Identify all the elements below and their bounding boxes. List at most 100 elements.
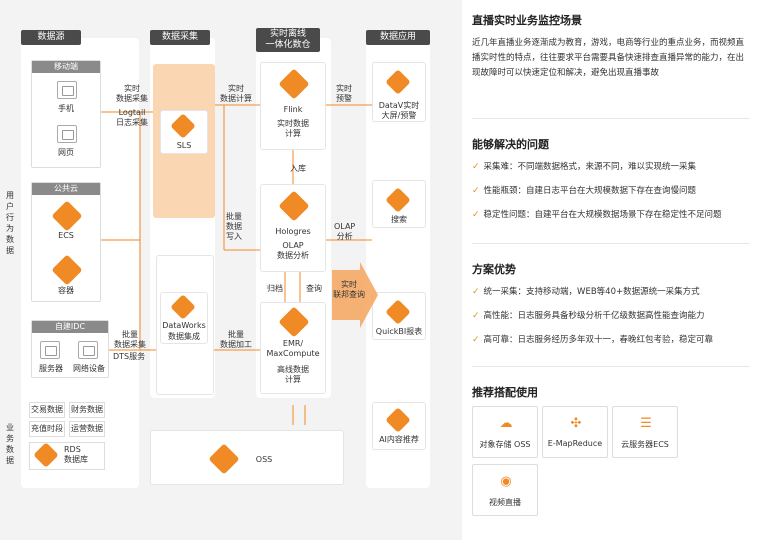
flink-sub: 实时数据 计算 bbox=[277, 119, 309, 138]
advantage-text: 统一采集：支持移动端，WEB等40+数据源统一采集方式 bbox=[483, 287, 700, 297]
recharge-cell: 充值时段 bbox=[29, 421, 65, 437]
hologres-sub: OLAP 数据分析 bbox=[277, 241, 309, 260]
mobile-title: 移动端 bbox=[32, 61, 100, 73]
server-icon bbox=[40, 341, 60, 359]
divider bbox=[472, 243, 750, 244]
recommend-title: 推荐搭配使用 bbox=[472, 386, 538, 399]
product-label: 视频直播 bbox=[489, 498, 521, 507]
trade-data-cell: 交易数据 bbox=[29, 402, 65, 418]
hologres-node: Hologres OLAP 数据分析 bbox=[260, 184, 326, 272]
flow-batch-collect: 批量 数据采集 bbox=[114, 330, 146, 349]
connector-lines bbox=[101, 104, 378, 425]
header-source: 数据源 bbox=[21, 30, 81, 45]
mobile-group: 移动端 手机 网页 bbox=[31, 60, 101, 168]
flow-realtime-compute: 实时 数据计算 bbox=[220, 84, 252, 103]
live-icon: ◉ bbox=[500, 474, 512, 489]
hologres-label: Hologres bbox=[275, 227, 311, 236]
header-collect: 数据采集 bbox=[150, 30, 210, 45]
product-label: E-MapReduce bbox=[547, 439, 603, 448]
flow-query: 查询 bbox=[306, 284, 322, 293]
divider bbox=[472, 118, 750, 119]
flow-dts: DTS服务 bbox=[113, 352, 146, 361]
operations-data-cell: 运营数据 bbox=[69, 421, 105, 437]
webpage-label: 网页 bbox=[58, 148, 74, 157]
check-icon: ✓ bbox=[472, 162, 480, 172]
flow-ingest: 入库 bbox=[290, 164, 306, 173]
flow-realtime-alert: 实时 预警 bbox=[336, 84, 352, 103]
datav-node: DataV实时 大屏/预警 bbox=[372, 62, 426, 122]
check-icon: ✓ bbox=[472, 335, 480, 345]
ai-label: AI内容推荐 bbox=[379, 435, 419, 444]
ecs-label: ECS bbox=[58, 231, 74, 240]
network-device-icon bbox=[78, 341, 98, 359]
panel-intro: 近几年直播业务逐渐成为教育，游戏，电商等行业的重点业务，而视频直播实时性的特点，… bbox=[472, 38, 745, 78]
dataworks-label: DataWorks bbox=[162, 321, 206, 330]
cloud-group: 公共云 ECS 容器 bbox=[31, 182, 101, 302]
webpage-icon bbox=[57, 125, 77, 143]
dataworks-sub: 数据集成 bbox=[168, 332, 200, 341]
info-panel: 直播实时业务监控场景 近几年直播业务逐渐成为教育，游戏，电商等行业的重点业务，而… bbox=[472, 0, 760, 540]
flow-batch-process: 批量 数据加工 bbox=[220, 330, 252, 349]
advantage-item: ✓高性能：日志服务具备秒级分析千亿级数据高性能查询能力 bbox=[472, 309, 705, 321]
flow-logtail: Logtail 日志采集 bbox=[116, 108, 148, 127]
advantage-item: ✓高可靠：日志服务经历多年双十一，春晚红包考验，稳定可靠 bbox=[472, 333, 713, 345]
architecture-diagram: 数据源 数据采集 实时离线 一体化数仓 数据应用 用户行为数据 业务数据 移动端… bbox=[0, 0, 462, 540]
oss-label: OSS bbox=[255, 455, 273, 464]
phone-label: 手机 bbox=[58, 104, 74, 113]
check-icon: ✓ bbox=[472, 287, 480, 297]
rds-label: RDS 数据库 bbox=[64, 445, 88, 464]
oss-panel: OSS bbox=[150, 430, 344, 485]
header-apps: 数据应用 bbox=[366, 30, 430, 45]
federated-query-arrow bbox=[332, 262, 378, 328]
business-data-label: 业务数据 bbox=[6, 423, 14, 465]
check-icon: ✓ bbox=[472, 210, 480, 220]
flow-batch-write: 批量 数据 写入 bbox=[226, 212, 242, 241]
emr-label: EMR/ MaxCompute bbox=[266, 339, 320, 358]
flow-archive: 归档 bbox=[267, 284, 283, 293]
product-card-oss[interactable]: ☁ 对象存储 OSS bbox=[472, 406, 538, 458]
network-device-label: 网络设备 bbox=[73, 364, 105, 373]
advantage-text: 高性能：日志服务具备秒级分析千亿级数据高性能查询能力 bbox=[483, 311, 705, 321]
problem-text: 性能瓶颈：自建日志平台在大规模数据下存在查询慢问题 bbox=[483, 186, 697, 196]
check-icon: ✓ bbox=[472, 186, 480, 196]
panel-title: 直播实时业务监控场景 bbox=[472, 14, 582, 27]
product-label: 云服务器ECS bbox=[621, 440, 669, 449]
product-card-emr[interactable]: ✣ E-MapReduce bbox=[542, 406, 608, 458]
rds-cell: RDS 数据库 bbox=[29, 442, 105, 470]
product-label: 对象存储 OSS bbox=[479, 440, 531, 449]
problem-text: 稳定性问题：自建平台在大规模数据场景下存在稳定性不足问题 bbox=[483, 210, 722, 220]
problems-title: 能够解决的问题 bbox=[472, 138, 549, 151]
quickbi-node: QuickBI报表 bbox=[372, 292, 426, 340]
sls-node: SLS bbox=[160, 110, 208, 154]
emr-node: EMR/ MaxCompute 高线数据 计算 bbox=[260, 302, 326, 394]
finance-data-cell: 财务数据 bbox=[69, 402, 105, 418]
divider bbox=[472, 366, 750, 367]
advantage-text: 高可靠：日志服务经历多年双十一，春晚红包考验，稳定可靠 bbox=[483, 335, 714, 345]
search-label: 搜索 bbox=[391, 215, 407, 224]
flow-olap: OLAP 分析 bbox=[334, 222, 356, 241]
problem-item: ✓性能瓶颈：自建日志平台在大规模数据下存在查询慢问题 bbox=[472, 184, 696, 196]
idc-title: 自建IDC bbox=[32, 321, 108, 333]
flink-label: Flink bbox=[283, 105, 303, 114]
user-behavior-label: 用户行为数据 bbox=[6, 191, 14, 255]
advantages-title: 方案优势 bbox=[472, 263, 516, 276]
flow-realtime-collect: 实时 数据采集 bbox=[116, 84, 148, 103]
datav-label: DataV实时 大屏/预警 bbox=[378, 101, 420, 120]
problem-text: 采集难：不同端数据格式，来源不同，难以实现统一采集 bbox=[483, 162, 697, 172]
idc-group: 自建IDC 服务器 网络设备 bbox=[31, 320, 109, 378]
product-card-ecs[interactable]: ☰ 云服务器ECS bbox=[612, 406, 678, 458]
problem-item: ✓稳定性问题：自建平台在大规模数据场景下存在稳定性不足问题 bbox=[472, 208, 722, 220]
server-icon: ☰ bbox=[640, 416, 652, 431]
quickbi-label: QuickBI报表 bbox=[375, 327, 423, 336]
product-card-live[interactable]: ◉ 视频直播 bbox=[472, 464, 538, 516]
cloud-title: 公共云 bbox=[32, 183, 100, 195]
container-label: 容器 bbox=[58, 286, 74, 295]
sls-label: SLS bbox=[176, 141, 192, 150]
phone-icon bbox=[57, 81, 77, 99]
advantage-item: ✓统一采集：支持移动端，WEB等40+数据源统一采集方式 bbox=[472, 285, 700, 297]
cluster-icon: ✣ bbox=[570, 416, 582, 431]
flink-node: Flink 实时数据 计算 bbox=[260, 62, 326, 150]
search-node: 搜索 bbox=[372, 180, 426, 228]
check-icon: ✓ bbox=[472, 311, 480, 321]
